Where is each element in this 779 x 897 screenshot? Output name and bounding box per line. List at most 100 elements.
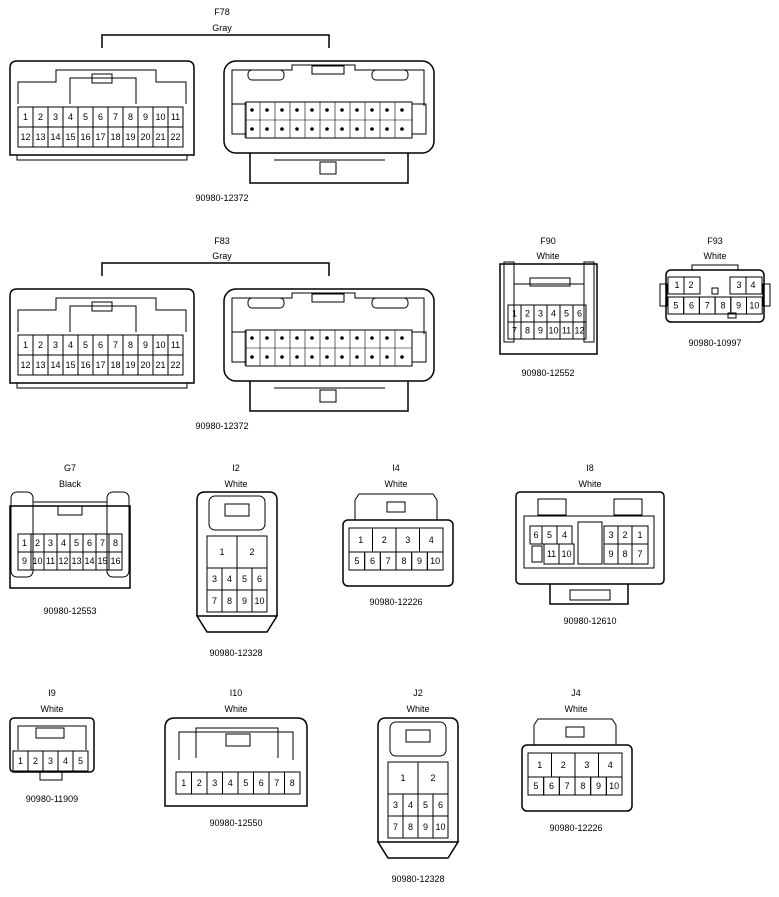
pin-dot xyxy=(355,127,359,131)
bracket xyxy=(101,262,330,276)
pin-number: 3 xyxy=(608,530,613,540)
pin-number: 10 xyxy=(561,549,571,559)
pin-number: 7 xyxy=(512,326,517,336)
pin-number: 8 xyxy=(580,781,585,791)
pin-number: 4 xyxy=(608,760,613,770)
latch-outline xyxy=(513,283,585,300)
pin-dot xyxy=(280,108,284,112)
pin-number: 18 xyxy=(110,132,120,142)
pin-dot xyxy=(370,127,374,131)
pin-dot xyxy=(295,127,299,131)
latch-outline xyxy=(69,77,137,104)
lock-tab xyxy=(319,389,337,403)
pin-number: 6 xyxy=(98,340,103,350)
connector-color: White xyxy=(224,479,248,489)
pin-number: 1 xyxy=(358,535,363,545)
pin-number: 16 xyxy=(80,132,90,142)
housing xyxy=(9,288,195,384)
part-number: 90980-12550 xyxy=(209,818,263,828)
connector-code: I10 xyxy=(229,688,243,698)
connector-color: White xyxy=(224,704,248,714)
pin-dot xyxy=(355,355,359,359)
latch-arm xyxy=(583,261,595,343)
pin-cell xyxy=(432,815,449,839)
pin-number: 7 xyxy=(393,822,398,832)
pin-number: 10 xyxy=(32,556,42,566)
pin-dot xyxy=(250,355,254,359)
pin-number: 15 xyxy=(65,132,75,142)
connector-code: F93 xyxy=(707,236,723,246)
pin-dot xyxy=(400,108,404,112)
key-slot xyxy=(371,297,409,309)
pin-dot xyxy=(370,108,374,112)
rib xyxy=(411,103,427,135)
pin-number: 3 xyxy=(405,535,410,545)
pin-cell xyxy=(558,543,575,565)
pin-number: 6 xyxy=(438,800,443,810)
pin-number: 12 xyxy=(20,132,30,142)
pin-number: 3 xyxy=(48,538,53,548)
pin-number: 8 xyxy=(720,301,725,311)
key-slot xyxy=(531,545,543,563)
connector-code: I4 xyxy=(392,463,400,473)
pin-number: 7 xyxy=(113,112,118,122)
pin-dot xyxy=(340,355,344,359)
pin-number: 15 xyxy=(97,556,107,566)
pin-number: 11 xyxy=(171,340,180,350)
rib xyxy=(411,331,427,363)
pin-number: 8 xyxy=(622,549,627,559)
pin-number: 8 xyxy=(128,112,133,122)
rib xyxy=(231,331,247,363)
pin-number: 5 xyxy=(533,781,538,791)
lock-tab xyxy=(311,65,345,75)
pin-dot xyxy=(295,355,299,359)
pin-dot xyxy=(355,108,359,112)
latch-outline xyxy=(533,718,617,745)
housing xyxy=(196,491,278,616)
part-number: 90980-12328 xyxy=(209,648,263,658)
side-tab xyxy=(762,283,771,307)
lock-tab xyxy=(569,589,611,601)
side-tab xyxy=(659,283,668,307)
pin-number: 12 xyxy=(58,556,68,566)
connector-code: I9 xyxy=(48,688,56,698)
pin-number: 6 xyxy=(533,530,538,540)
housing-base xyxy=(549,584,629,605)
pin-dot xyxy=(265,336,269,340)
housing-base xyxy=(195,615,279,633)
pin-number: 9 xyxy=(22,556,27,566)
pin-number: 1 xyxy=(219,547,224,557)
pin-dot xyxy=(265,108,269,112)
pin-number: 1 xyxy=(22,538,27,548)
pin-dot xyxy=(310,355,314,359)
pin-number: 4 xyxy=(562,530,567,540)
lock-tab xyxy=(224,503,250,517)
pin-number: 7 xyxy=(274,778,279,788)
housing xyxy=(223,60,435,154)
pin-cell xyxy=(572,321,587,340)
pin-number: 9 xyxy=(596,781,601,791)
housing xyxy=(377,717,459,842)
pin-number: 4 xyxy=(228,778,233,788)
part-number: 90980-12328 xyxy=(391,874,445,884)
connector-color: White xyxy=(40,704,64,714)
pin-dot xyxy=(250,108,254,112)
pin-number: 6 xyxy=(549,781,554,791)
pin-number: 21 xyxy=(155,360,165,370)
pin-number: 2 xyxy=(38,340,43,350)
key-slot xyxy=(613,498,643,516)
pin-number: 3 xyxy=(538,309,543,319)
latch-outline xyxy=(69,305,137,332)
pin-number: 2 xyxy=(622,530,627,540)
pin-dot xyxy=(265,355,269,359)
pin-number: 8 xyxy=(113,538,118,548)
latch-outline xyxy=(17,69,187,104)
